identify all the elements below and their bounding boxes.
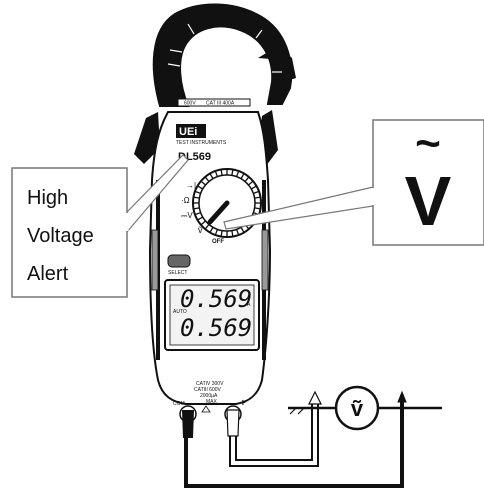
dial-knurl-tick	[240, 173, 245, 180]
dial-knurl-tick	[254, 196, 261, 199]
dial-knurl-tick	[250, 185, 257, 190]
dial-knurl-tick	[240, 226, 245, 233]
dial-knurl-tick	[214, 229, 219, 236]
lcd-unit-amps: A	[247, 302, 251, 308]
callout-line-1: High	[27, 187, 68, 209]
dial-label-dcv: ⎓V	[181, 211, 193, 220]
jaw-trigger-left	[134, 112, 160, 164]
lcd-auto-indicator: AUTO	[173, 309, 187, 315]
dial-label-acv: ṽ	[198, 225, 203, 235]
dial-knurl-tick	[254, 207, 261, 210]
plus-label: +	[240, 398, 246, 409]
dial-knurl-tick	[193, 207, 200, 210]
callout-high-voltage-alert: High Voltage Alert	[11, 154, 189, 298]
dial-knurl-tick	[231, 169, 234, 176]
dial-knurl-tick	[200, 180, 206, 186]
lcd-unit-volts: V	[247, 321, 251, 327]
lcd-display: AUTO 0.569 0.569 A V	[164, 279, 260, 351]
dial-knurl-tick	[209, 173, 214, 180]
callout-line-2: Voltage	[27, 225, 94, 247]
jaw-rating-voltage: 600V	[184, 101, 196, 107]
dial-knurl-tick	[235, 229, 240, 236]
dial-knurl-tick	[220, 230, 223, 237]
clamp-jaws	[134, 3, 296, 166]
dial-knurl-tick	[244, 176, 250, 182]
brand-area: UEi TEST INSTRUMENTS DL569	[176, 124, 227, 163]
positive-port[interactable]: +	[224, 398, 246, 437]
callout-volt-symbol: V	[405, 162, 452, 240]
dial-knurl-tick	[235, 170, 240, 177]
callout-tilde: ~	[415, 119, 441, 168]
com-label: COM	[173, 401, 185, 407]
dial-knurl-tick	[248, 180, 254, 186]
port-rating-area: CATIV 300V CATIII 600V 2000µA MAX	[194, 381, 224, 413]
select-label: SELECT	[168, 270, 187, 276]
brand-logo: UEi	[179, 126, 197, 138]
red-lead-outer	[229, 402, 319, 467]
lcd-reading-current: 0.569	[180, 285, 252, 313]
dial-knurl-tick	[204, 176, 210, 182]
port-rating-current: 2000µA	[200, 393, 218, 399]
dial-knurl-tick	[231, 230, 234, 237]
dial-knurl-tick	[220, 169, 223, 176]
rotary-dial[interactable]: →| ·Ω ⎓V ṽ OFF	[181, 168, 262, 245]
red-lead-inner	[235, 402, 313, 461]
black-lead	[184, 395, 404, 488]
voltmeter-symbol-icon	[334, 385, 380, 431]
dial-knurl-tick	[253, 190, 260, 195]
warning-triangle-icon	[201, 405, 211, 413]
port-rating-cat4: CATIV 300V	[196, 381, 224, 387]
dial-knurl-tick	[193, 196, 200, 199]
dial-knurl-tick	[197, 216, 204, 221]
dial-knurl-tick	[194, 190, 201, 195]
jaw-rating-current: CAT III 400A	[206, 101, 235, 107]
dial-knurl-tick	[194, 211, 201, 216]
black-probe-tip	[397, 390, 407, 403]
dial-knurl-tick	[200, 220, 206, 226]
brand-subtitle: TEST INSTRUMENTS	[176, 140, 227, 146]
select-button[interactable]: SELECT	[167, 254, 191, 276]
voltmeter-symbol-label: ṽ	[351, 396, 364, 421]
com-port[interactable]: COM	[173, 401, 197, 438]
dial-pointer	[207, 200, 230, 225]
dial-label-off: OFF	[212, 239, 224, 245]
dial-label-diode: →|	[186, 181, 196, 190]
dial-knurl-tick	[204, 224, 210, 230]
lcd-reading-voltage: 0.569	[180, 314, 252, 342]
callout-acv-symbol: ~ V	[223, 119, 484, 246]
circuit: ṽ	[184, 385, 442, 488]
jaw-rating-strip: 600V CAT III 400A	[177, 98, 251, 107]
callout-line-3: Alert	[27, 263, 69, 285]
red-probe-tip	[308, 390, 322, 405]
dial-knurl-tick	[209, 226, 214, 233]
dial-knurl-tick	[214, 170, 219, 177]
port-rating-cat3: CATIII 600V	[194, 387, 222, 393]
dial-label-ohm: ·Ω	[181, 196, 190, 205]
port-max-label: MAX	[206, 399, 218, 405]
dial-knurl-tick	[197, 185, 204, 190]
